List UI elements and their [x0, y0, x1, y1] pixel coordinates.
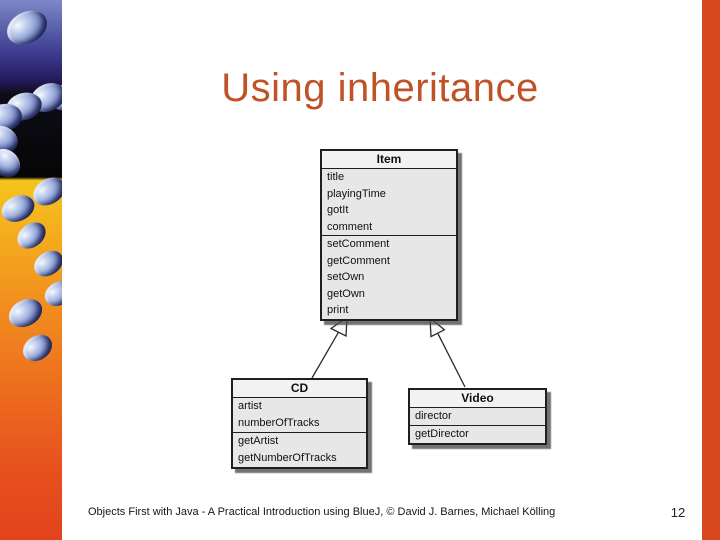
- method-row: getOwn: [327, 287, 365, 300]
- inheritance-arrow-video-to-item: [429, 316, 466, 388]
- sphere-decoration-icon: [40, 276, 62, 311]
- page-title: Using inheritance: [221, 66, 539, 110]
- sphere-decoration-icon: [29, 245, 62, 282]
- method-row: getComment: [327, 254, 390, 267]
- sidebar-decoration: [0, 0, 62, 540]
- class-box-item: Item title playingTime gotIt comment set…: [320, 149, 458, 321]
- method-row: setComment: [327, 238, 390, 250]
- method-row: getDirector: [415, 428, 469, 440]
- method-row: print: [327, 304, 349, 316]
- methods-section: getDirector: [410, 425, 545, 443]
- field-row: gotIt: [327, 204, 349, 216]
- class-name: CD: [233, 380, 366, 398]
- method-row: getArtist: [238, 435, 279, 447]
- sphere-decoration-icon: [3, 293, 48, 333]
- method-row: setOwn: [327, 271, 365, 283]
- sphere-decoration-icon: [12, 216, 51, 255]
- right-accent-bar: [702, 0, 720, 540]
- method-row: getNumberOfTracks: [238, 452, 337, 464]
- class-name: Video: [410, 390, 545, 408]
- inheritance-arrow-cd-to-item: [311, 316, 348, 379]
- fields-section: director: [410, 408, 545, 425]
- class-box-cd: CD artist numberOfTracks getArtist getNu…: [231, 378, 368, 469]
- field-row: director: [415, 410, 452, 422]
- fields-section: artist numberOfTracks: [233, 398, 366, 432]
- page-number: 12: [670, 505, 686, 520]
- footer-attribution: Objects First with Java - A Practical In…: [88, 506, 556, 518]
- field-row: numberOfTracks: [238, 417, 320, 429]
- field-row: artist: [238, 400, 262, 412]
- fields-section: title playingTime gotIt comment: [322, 169, 456, 235]
- methods-section: setComment getComment setOwn getOwn prin…: [322, 235, 456, 319]
- sphere-decoration-icon: [1, 3, 53, 52]
- field-row: playingTime: [327, 187, 386, 200]
- class-box-video: Video director getDirector: [408, 388, 547, 445]
- field-row: comment: [327, 220, 373, 233]
- sphere-decoration-icon: [17, 329, 58, 367]
- class-name: Item: [322, 151, 456, 169]
- field-row: title: [327, 171, 345, 183]
- methods-section: getArtist getNumberOfTracks: [233, 432, 366, 467]
